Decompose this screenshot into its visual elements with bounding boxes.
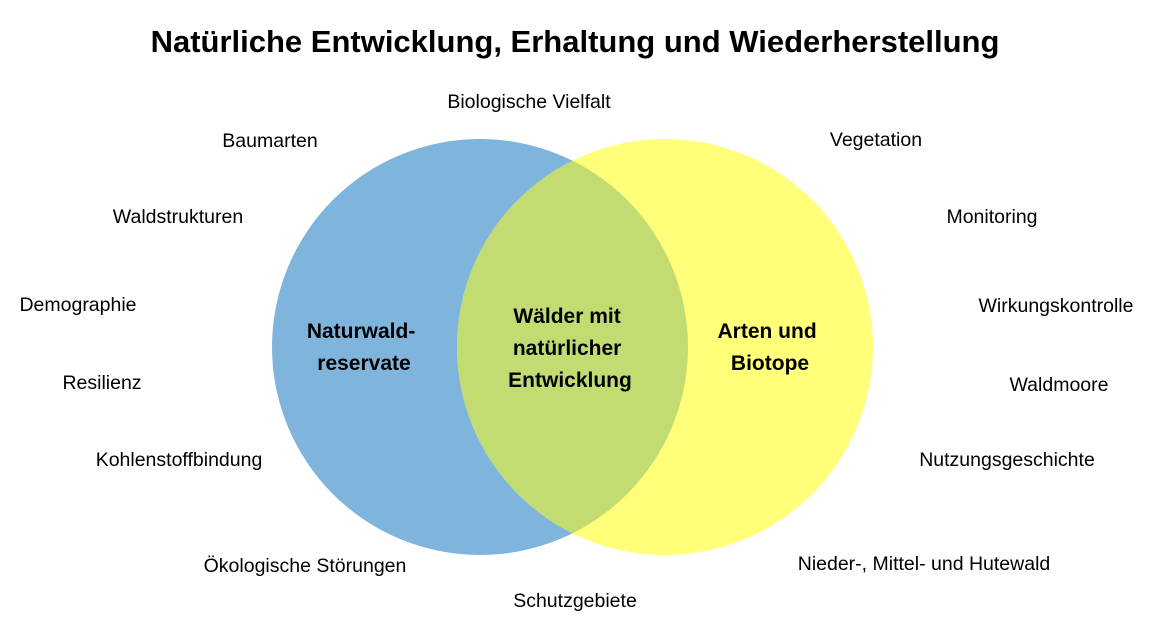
- label-schutzgebiete: Schutzgebiete: [513, 590, 637, 612]
- label-demographie: Demographie: [19, 294, 136, 316]
- label-biologische-vielfalt: Biologische Vielfalt: [447, 91, 611, 113]
- label-resilienz: Resilienz: [62, 372, 141, 394]
- set-label-right: Arten und Biotope: [718, 320, 823, 375]
- label-waldstrukturen: Waldstrukturen: [113, 206, 243, 228]
- label-vegetation: Vegetation: [830, 129, 922, 151]
- overlap-region: [457, 139, 688, 555]
- set-label-left: Naturwald- reservate: [307, 320, 421, 375]
- label-kohlenstoffbindung: Kohlenstoffbindung: [96, 449, 263, 471]
- set-label-overlap: Wälder mit natürlicher Entwicklung: [508, 305, 632, 392]
- label-waldmoore: Waldmoore: [1010, 374, 1109, 396]
- diagram-title: Natürliche Entwicklung, Erhaltung und Wi…: [151, 24, 1000, 59]
- label-oekologische-stoerungen: Ökologische Störungen: [204, 555, 407, 577]
- label-nieder-mittel-hutewald: Nieder-, Mittel- und Hutewald: [798, 553, 1051, 575]
- label-baumarten: Baumarten: [222, 130, 317, 152]
- label-wirkungskontrolle: Wirkungskontrolle: [979, 295, 1134, 317]
- label-nutzungsgeschichte: Nutzungsgeschichte: [919, 449, 1095, 471]
- label-monitoring: Monitoring: [946, 206, 1037, 228]
